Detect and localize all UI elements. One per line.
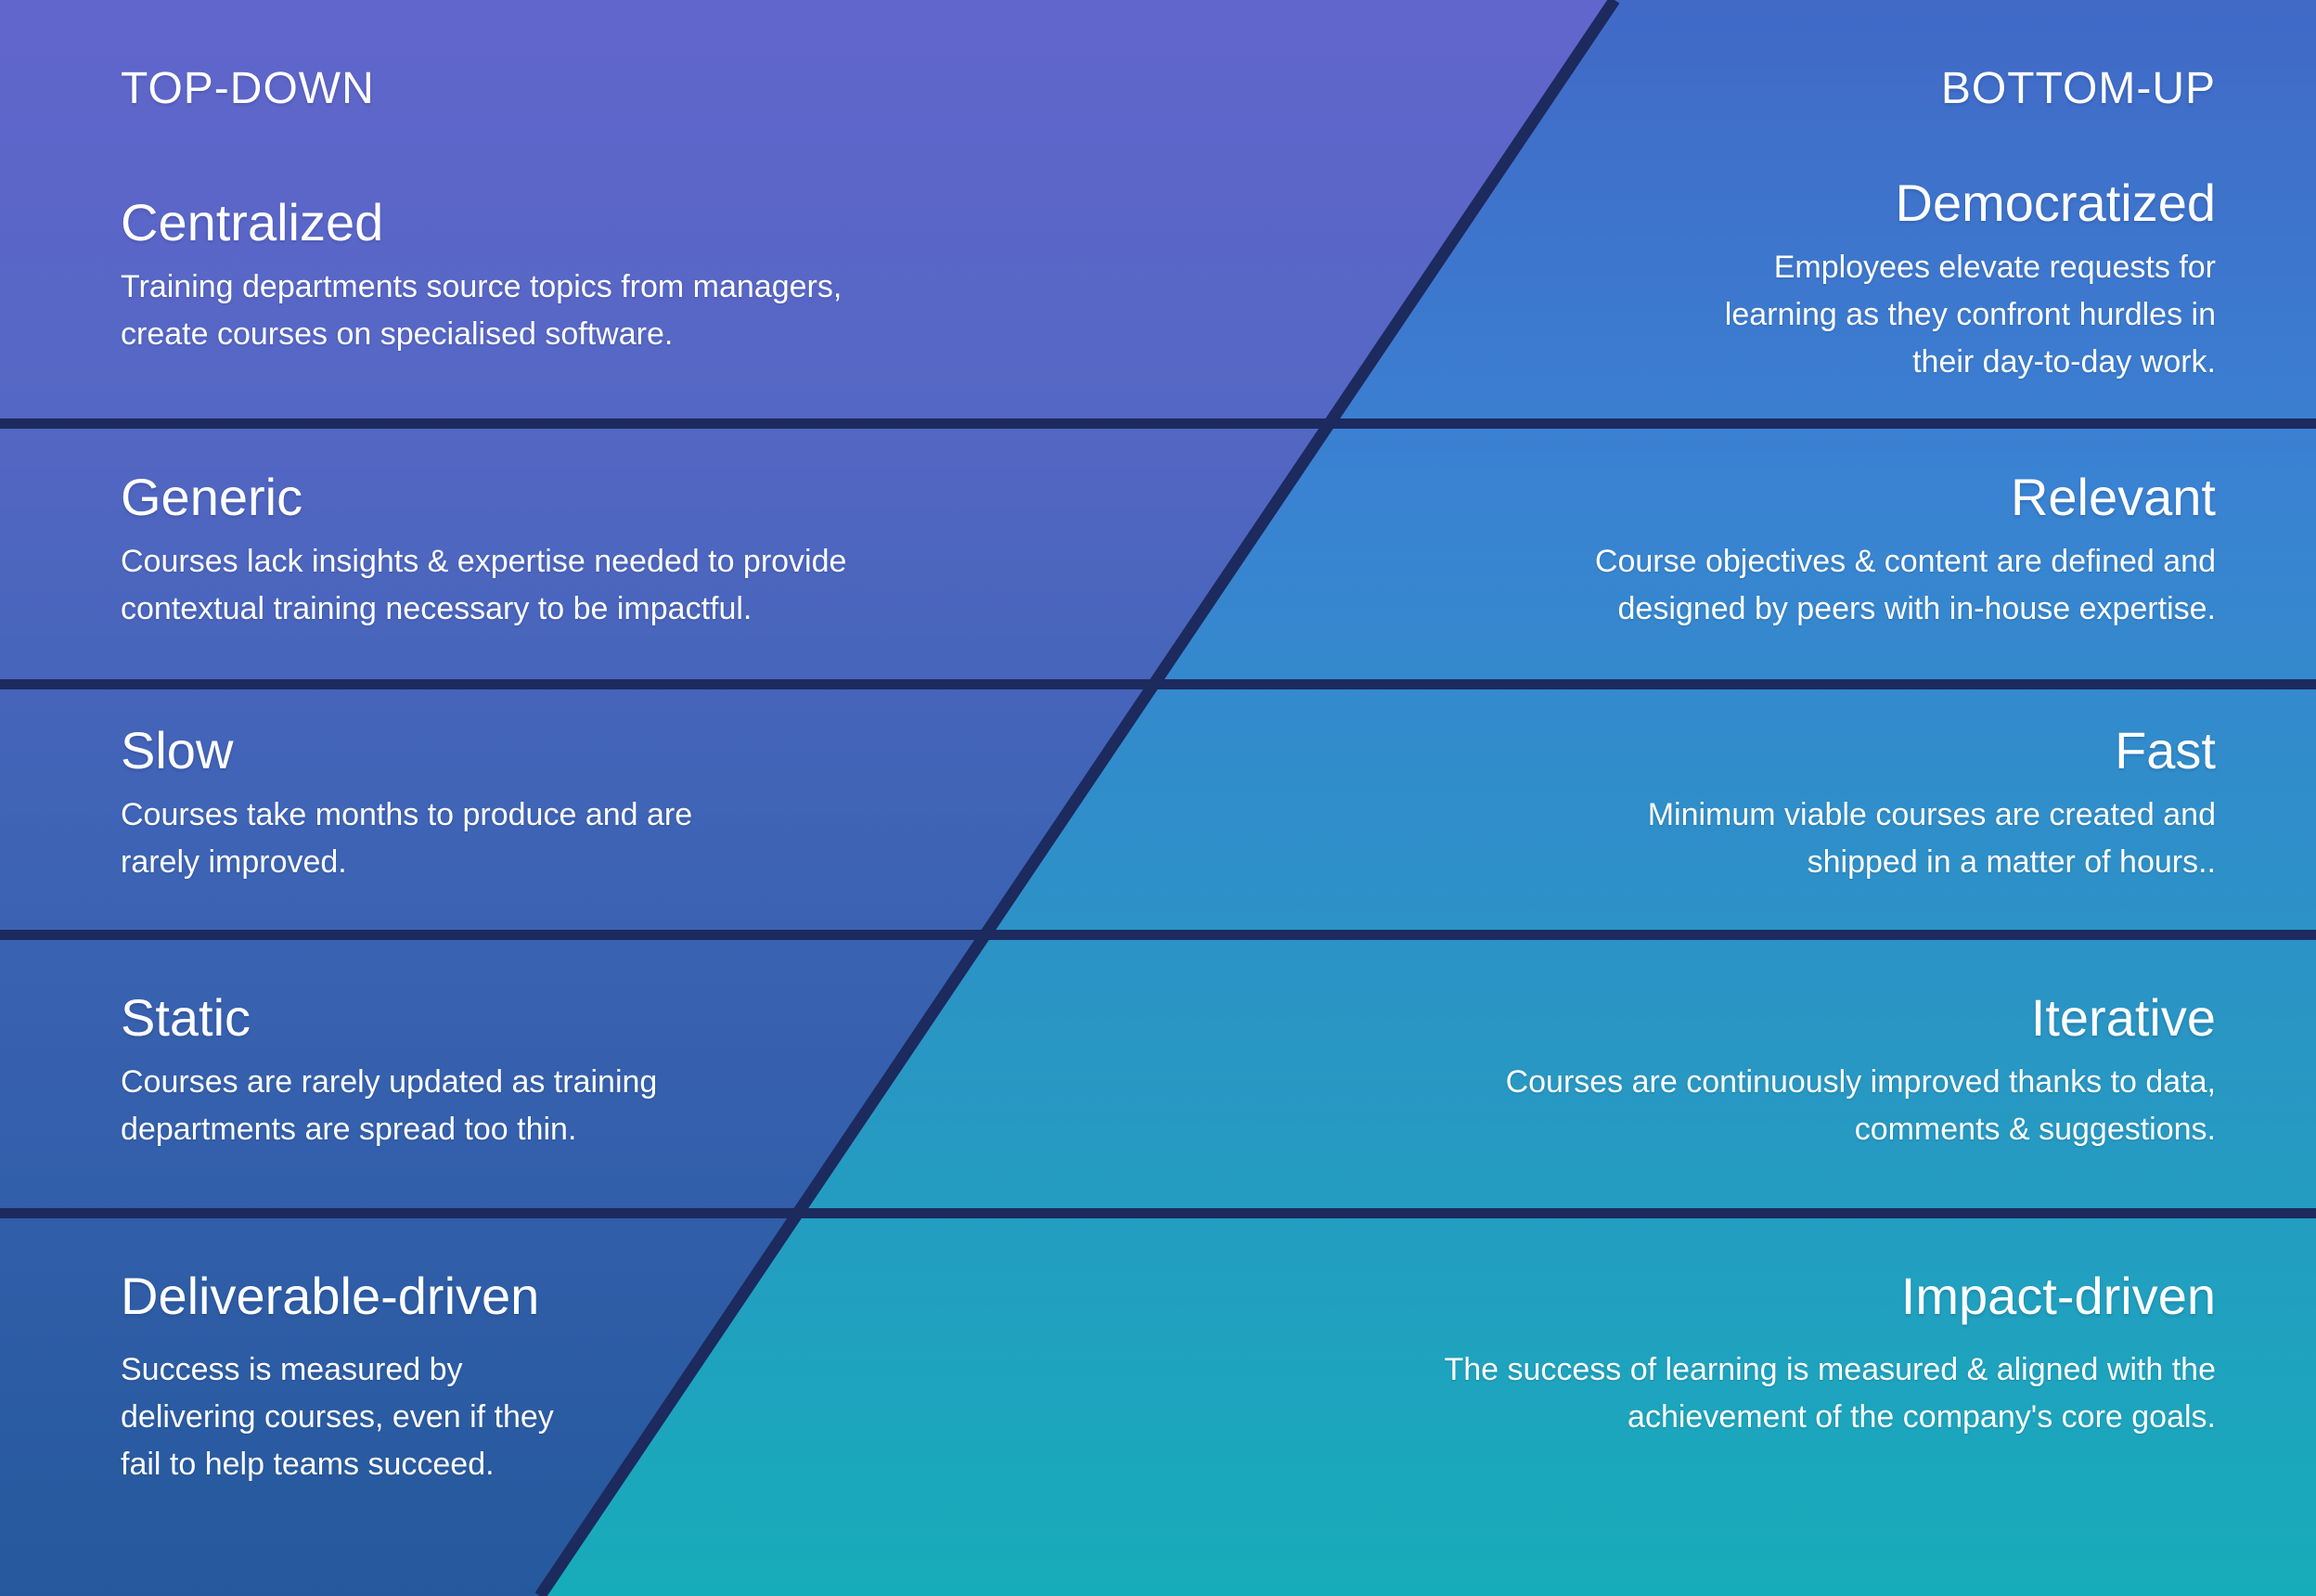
row-relevant: Relevant Course objectives & content are…: [1595, 470, 2216, 633]
row-description-slow: Courses take months to produce and are r…: [121, 796, 693, 880]
section-title-bottom-up: BOTTOM-UP: [1940, 64, 2216, 113]
row-generic: Generic Courses lack insights & expertis…: [121, 470, 846, 633]
row-fast: Fast Minimum viable courses are created …: [1647, 721, 2216, 886]
row-heading-deliverable-driven: Deliverable-driven: [121, 1267, 540, 1325]
row-heading-fast: Fast: [2115, 721, 2216, 779]
row-heading-static: Static: [121, 988, 251, 1047]
row-description-centralized: Training departments source topics from …: [121, 268, 843, 352]
row-centralized: Centralized Training departments source …: [121, 193, 843, 358]
row-heading-generic: Generic: [121, 468, 303, 526]
row-static: Static Courses are rarely updated as tra…: [121, 988, 658, 1153]
row-heading-iterative: Iterative: [2030, 988, 2216, 1047]
row-democratized: Democratized Employees elevate requests …: [1724, 174, 2216, 386]
row-deliverable-driven: Deliverable-driven Success is measured b…: [121, 1267, 554, 1488]
row-description-impact-driven: The success of learning is measured & al…: [1444, 1351, 2216, 1435]
row-description-fast: Minimum viable courses are created and s…: [1647, 796, 2216, 880]
row-heading-slow: Slow: [121, 721, 234, 779]
row-description-iterative: Courses are continuously improved thanks…: [1505, 1063, 2216, 1147]
row-impact-driven: Impact-driven The success of learning is…: [1444, 1267, 2216, 1441]
section-title-top-down: TOP-DOWN: [121, 64, 375, 113]
row-heading-democratized: Democratized: [1895, 174, 2216, 232]
row-description-deliverable-driven: Success is measured by delivering course…: [121, 1351, 554, 1482]
row-divider-line: [0, 930, 2316, 940]
row-iterative: Iterative Courses are continuously impro…: [1505, 988, 2216, 1153]
row-description-generic: Courses lack insights & expertise needed…: [121, 543, 847, 626]
row-description-democratized: Employees elevate requests for learning …: [1724, 249, 2216, 380]
row-divider-line: [0, 1208, 2316, 1218]
row-description-relevant: Course objectives & content are defined …: [1594, 543, 2216, 626]
row-slow: Slow Courses take months to produce and …: [121, 721, 693, 886]
row-description-static: Courses are rarely updated as training d…: [121, 1063, 658, 1147]
row-heading-centralized: Centralized: [121, 193, 384, 251]
row-divider-line: [0, 418, 2316, 429]
row-heading-impact-driven: Impact-driven: [1900, 1267, 2216, 1325]
row-heading-relevant: Relevant: [2010, 468, 2216, 526]
